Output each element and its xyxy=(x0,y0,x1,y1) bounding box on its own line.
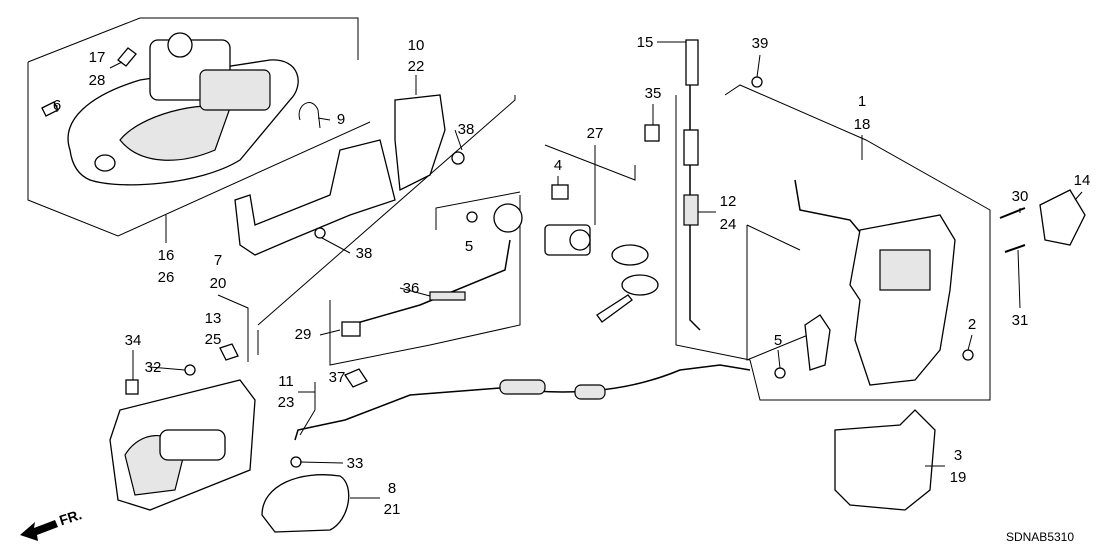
protector-3-19 xyxy=(834,409,936,511)
cover-8-21 xyxy=(261,474,350,533)
front-direction-indicator: FR. xyxy=(20,506,84,541)
cables xyxy=(294,39,751,441)
nut-5b xyxy=(774,367,786,379)
callout-20: 20 xyxy=(210,275,227,292)
leader-lines xyxy=(56,41,1083,499)
nut-2 xyxy=(962,349,974,361)
callout-8: 8 xyxy=(388,480,396,497)
screw-32 xyxy=(184,364,196,376)
outline-cylinder xyxy=(544,144,636,181)
bolt-38a xyxy=(451,151,465,165)
outline-cable xyxy=(435,191,521,230)
callout-4: 4 xyxy=(554,157,562,174)
lever xyxy=(804,314,831,371)
cylinder-assembly xyxy=(466,76,763,323)
screw-6 xyxy=(41,101,59,117)
callout-33: 33 xyxy=(347,455,364,472)
callout-14: 14 xyxy=(1074,172,1091,189)
protector-10-22 xyxy=(394,94,446,192)
callout-34: 34 xyxy=(125,332,142,349)
callout-10: 10 xyxy=(408,37,425,54)
outline-inner-handle xyxy=(217,294,249,362)
callout-labels: 17 28 6 10 22 9 38 38 16 26 7 20 13 25 3… xyxy=(53,34,1091,544)
connector-29 xyxy=(341,321,361,337)
callout-12: 12 xyxy=(720,193,737,210)
callout-38: 38 xyxy=(458,121,475,138)
front-label: FR. xyxy=(57,506,83,528)
clip-4 xyxy=(551,184,569,200)
rod-holder xyxy=(493,203,523,233)
latch-assembly xyxy=(774,179,1086,511)
callout-5: 5 xyxy=(465,238,473,255)
group-outlines xyxy=(27,17,991,401)
pin-15 xyxy=(685,39,699,86)
callout-19: 19 xyxy=(950,469,967,486)
callout-18: 18 xyxy=(854,116,871,133)
callout-2: 2 xyxy=(968,316,976,333)
rod-bracket xyxy=(234,94,465,256)
callout-26: 26 xyxy=(158,269,175,286)
callout-36: 36 xyxy=(403,280,420,297)
bolt-38b xyxy=(314,227,326,239)
screw-33 xyxy=(290,456,302,468)
callout-15: 15 xyxy=(637,34,654,51)
striker-14 xyxy=(1039,189,1086,246)
callout-37: 37 xyxy=(329,369,346,386)
clip-13-25 xyxy=(219,343,239,361)
clip-35 xyxy=(644,124,660,142)
inner-handle-assembly xyxy=(109,343,350,533)
callout-17: 17 xyxy=(89,49,106,66)
callout-28: 28 xyxy=(89,72,106,89)
callout-31: 31 xyxy=(1012,312,1029,329)
callout-23: 23 xyxy=(278,394,295,411)
callout-16: 16 xyxy=(158,247,175,264)
callout-22: 22 xyxy=(408,58,425,75)
callout-3: 3 xyxy=(954,447,962,464)
outline-latch xyxy=(724,84,991,401)
diagram-code: SDNAB5310 xyxy=(1006,530,1074,544)
callout-6: 6 xyxy=(53,97,61,114)
callout-7: 7 xyxy=(214,252,222,269)
callout-5: 5 xyxy=(774,332,782,349)
callout-25: 25 xyxy=(205,331,222,348)
callout-1: 1 xyxy=(858,93,866,110)
front-arrow-icon xyxy=(20,520,58,541)
screw-5a xyxy=(466,211,478,223)
outer-handle-assembly xyxy=(41,32,321,186)
callout-38: 38 xyxy=(356,245,373,262)
clip-37 xyxy=(344,368,368,388)
callout-29: 29 xyxy=(295,326,312,343)
callout-13: 13 xyxy=(205,310,222,327)
clip-17-28 xyxy=(117,47,137,67)
callout-39: 39 xyxy=(752,35,769,52)
callout-21: 21 xyxy=(384,501,401,518)
callout-24: 24 xyxy=(720,216,737,233)
spring-9 xyxy=(298,102,321,129)
callout-35: 35 xyxy=(645,85,662,102)
callout-27: 27 xyxy=(587,125,604,142)
rod-12-24 xyxy=(683,129,699,166)
callout-11: 11 xyxy=(278,373,294,390)
callout-30: 30 xyxy=(1012,188,1029,205)
callout-9: 9 xyxy=(337,111,345,128)
bolt-39 xyxy=(751,76,763,88)
callout-32: 32 xyxy=(145,359,162,376)
outline-outer-handle xyxy=(27,17,359,63)
clip-34 xyxy=(125,379,139,395)
pad-36 xyxy=(429,291,466,301)
